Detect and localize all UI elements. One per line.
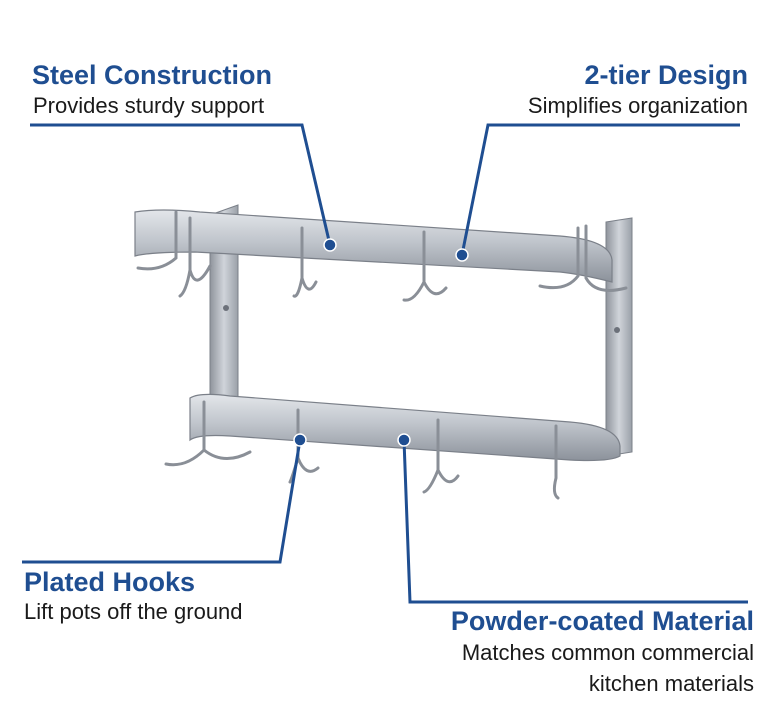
top-bar <box>134 209 613 283</box>
tier-leader <box>460 123 740 256</box>
steel-construction-desc: Provides sturdy support <box>33 93 265 118</box>
plated-hooks-title: Plated Hooks <box>24 567 196 597</box>
material-dot <box>397 433 411 447</box>
powder-coated-desc-line2: kitchen materials <box>588 671 754 696</box>
steel-construction-title: Steel Construction <box>32 60 273 90</box>
hooks-dot <box>293 433 307 447</box>
two-tier-title: 2-tier Design <box>584 60 748 90</box>
two-tier-desc: Simplifies organization <box>527 93 748 118</box>
tier-dot <box>455 248 469 262</box>
leader-dots <box>293 238 469 447</box>
steel-dot <box>323 238 337 252</box>
plated-hooks-desc: Lift pots off the ground <box>24 599 243 624</box>
powder-coated-desc-line1: Matches common commercial <box>461 640 754 665</box>
hooks-leader <box>22 439 302 564</box>
steel-leader <box>30 123 332 246</box>
pot-rack-illustration <box>134 204 633 500</box>
powder-coated-title: Powder-coated Material <box>450 606 754 636</box>
leader-lines <box>22 123 748 604</box>
top-hooks <box>136 210 628 302</box>
material-leader <box>402 439 748 604</box>
